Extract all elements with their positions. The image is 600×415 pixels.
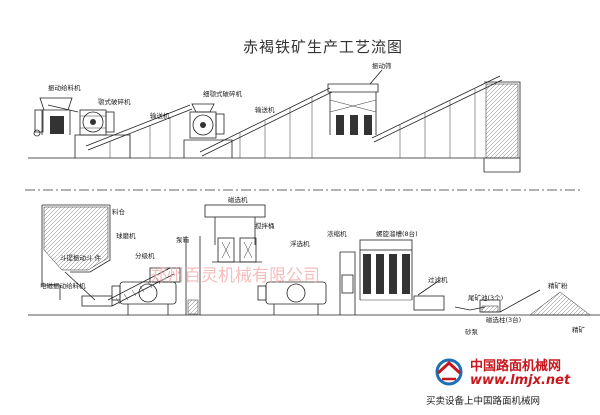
pit-2 xyxy=(183,139,233,158)
label-chain-feeder: 电磁振动给料机 xyxy=(40,281,86,290)
label-tailing-ponds: 尾矿池(3个) xyxy=(468,293,503,302)
top-section: 振动给料机 颚式破碎机 输送机 细颚式破碎机 输送机 振动筛 xyxy=(28,61,521,173)
label-belt-conveyor-1: 输送机 xyxy=(150,111,170,120)
concentrate-pile xyxy=(529,291,591,316)
logo-name: 中国路面机械网 xyxy=(470,359,562,374)
label-silo: 料仓 xyxy=(112,207,126,216)
vibrating-feeder xyxy=(33,97,79,137)
label-spiral-chutes: 螺旋溜槽(8台) xyxy=(376,229,418,238)
filter-unit xyxy=(413,279,445,311)
magnetic-separator xyxy=(204,204,266,263)
regrind-mill xyxy=(257,281,327,315)
logo-tagline: 买卖设备上中国路面机械网 xyxy=(426,396,541,407)
label-magnetic-separator: 磁选机 xyxy=(228,195,248,204)
diagram-title: 赤褐铁矿生产工艺流图 xyxy=(243,38,403,56)
label-magnetic-columns: 磁选柱(3台) xyxy=(486,315,521,324)
pump-box xyxy=(185,236,201,315)
watermark-text: 郑州百灵机械有限公司 xyxy=(150,266,320,286)
label-elevator: 斗提振动斗 件 xyxy=(60,253,102,262)
tailing-ponds xyxy=(454,289,541,313)
classifier xyxy=(107,267,181,307)
label-concentrate: 精矿 xyxy=(572,325,586,334)
spiral-chutes xyxy=(359,239,413,301)
mixer-tank xyxy=(339,251,356,315)
label-flotation-machine: 浮选机 xyxy=(290,239,310,248)
logo-mark-icon xyxy=(435,358,463,386)
label-ball-mill: 球磨机 xyxy=(116,231,136,240)
vibrating-screen xyxy=(327,69,383,135)
label-vibrating-screen: 振动筛 xyxy=(372,61,392,70)
logo-url[interactable]: www.lmjx.net xyxy=(470,373,571,388)
belt-conveyor-1 xyxy=(85,104,191,147)
bottom-section: 料仓 斗提振动斗 件 电磁振动给料机 分级机 球磨机 泵箱 磁选机 搅拌桶 浮选… xyxy=(28,195,600,336)
chain-feeder xyxy=(81,295,113,307)
storage-bin xyxy=(483,81,521,173)
site-logo[interactable]: 中国路面机械网 www.lmjx.net 买卖设备上中国路面机械网 xyxy=(426,355,590,407)
label-classifier: 分级机 xyxy=(135,251,155,260)
label-pump-box: 泵箱 xyxy=(176,235,190,244)
label-filter: 过滤机 xyxy=(428,275,448,284)
pit-1 xyxy=(74,134,131,158)
jaw-crusher xyxy=(79,109,115,136)
label-jaw-crusher: 颚式破碎机 xyxy=(98,97,131,106)
label-fine-jaw-crusher: 细颚式破碎机 xyxy=(203,89,243,98)
silo xyxy=(41,204,111,300)
label-mixer: 搅拌桶 xyxy=(255,221,275,230)
label-vibrating-feeder: 振动给料机 xyxy=(48,83,81,92)
belt-conveyor-2 xyxy=(199,87,331,153)
fine-jaw-crusher xyxy=(189,103,225,139)
feeder-chute xyxy=(64,271,96,301)
label-pump: 砂泵 xyxy=(465,327,479,336)
label-belt-conveyor-2: 输送机 xyxy=(255,105,275,114)
label-concentrate-product: 精矿粉 xyxy=(548,281,568,290)
ball-mill xyxy=(111,281,177,315)
return-conveyor xyxy=(371,75,501,139)
label-thickener: 浓缩机 xyxy=(327,229,347,238)
